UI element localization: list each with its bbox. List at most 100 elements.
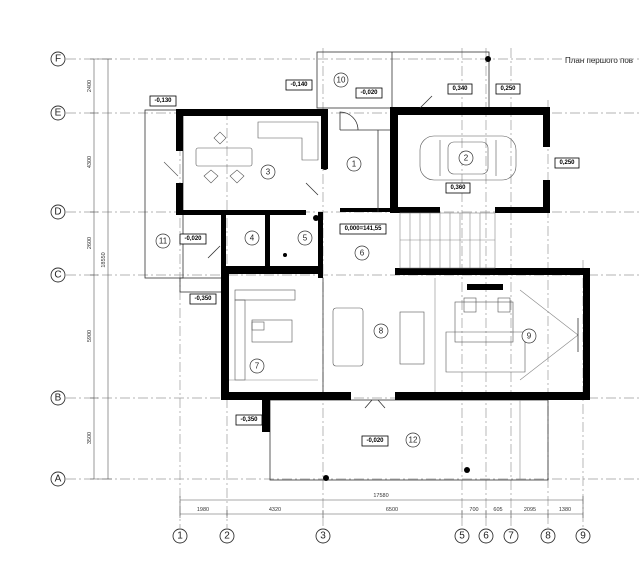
level-mark-10: -0,140 bbox=[285, 79, 313, 91]
level-mark-12: -0,020 bbox=[361, 435, 389, 447]
svg-text:2: 2 bbox=[464, 154, 469, 163]
svg-text:-0,350: -0,350 bbox=[194, 296, 212, 302]
room-12: 12 bbox=[405, 432, 421, 448]
axis-bubble-C: C bbox=[50, 267, 66, 283]
svg-text:8: 8 bbox=[379, 327, 384, 336]
level-mark-garage-top: 0,340 bbox=[447, 83, 473, 95]
room-4: 4 bbox=[244, 230, 260, 246]
room-2: 2 bbox=[458, 150, 474, 166]
walls bbox=[176, 107, 590, 432]
svg-text:5: 5 bbox=[303, 234, 308, 243]
axis-bubble-F: F bbox=[50, 51, 66, 67]
svg-text:-0,130: -0,130 bbox=[154, 98, 172, 104]
left-dimensions: 2400 4300 2600 5900 3500 18550 bbox=[87, 58, 112, 480]
staircase bbox=[399, 212, 496, 269]
level-mark-10b: -0,020 bbox=[355, 87, 383, 99]
svg-text:6: 6 bbox=[483, 531, 489, 542]
room-10: 10 bbox=[333, 72, 349, 88]
svg-text:-0,140: -0,140 bbox=[290, 82, 308, 88]
axis-bubble-B: B bbox=[50, 390, 66, 406]
axis-bubble-8: 8 bbox=[540, 528, 556, 544]
room-9: 9 bbox=[521, 328, 537, 344]
living-furniture bbox=[229, 289, 579, 381]
axis-bubble-1: 1 bbox=[172, 528, 188, 544]
dim-4300: 4300 bbox=[87, 156, 93, 168]
svg-text:0,360: 0,360 bbox=[450, 185, 466, 191]
svg-text:0,250: 0,250 bbox=[559, 160, 575, 166]
svg-text:-0,020: -0,020 bbox=[366, 438, 384, 444]
bedroom-furniture bbox=[163, 121, 319, 184]
svg-text:6: 6 bbox=[360, 249, 365, 258]
dim-1380: 1380 bbox=[559, 507, 571, 513]
room-8: 8 bbox=[373, 323, 389, 339]
dim-18550: 18550 bbox=[101, 252, 107, 267]
axis-bubble-3: 3 bbox=[315, 528, 331, 544]
dim-3500: 3500 bbox=[87, 432, 93, 444]
dim-2400: 2400 bbox=[87, 80, 93, 92]
level-mark-porch: -0,350 bbox=[189, 293, 217, 305]
columns bbox=[283, 56, 491, 481]
dim-4320: 4320 bbox=[269, 507, 281, 513]
dim-700: 700 bbox=[469, 507, 478, 513]
level-mark-garage-right-top: 0,250 bbox=[495, 83, 521, 95]
room-7: 7 bbox=[249, 358, 265, 374]
dim-5900: 5900 bbox=[87, 330, 93, 342]
svg-text:C: C bbox=[54, 270, 61, 281]
svg-text:10: 10 bbox=[337, 76, 346, 85]
partitions bbox=[322, 129, 436, 392]
svg-text:-0,020: -0,020 bbox=[360, 90, 378, 96]
svg-text:A: A bbox=[55, 474, 62, 485]
svg-text:5: 5 bbox=[459, 531, 465, 542]
svg-text:9: 9 bbox=[580, 531, 586, 542]
outdoor-outlines bbox=[144, 51, 549, 481]
svg-text:4: 4 bbox=[250, 234, 255, 243]
svg-text:-0,020: -0,020 bbox=[184, 236, 202, 242]
svg-text:3: 3 bbox=[266, 168, 271, 177]
axis-bubble-E: E bbox=[50, 105, 66, 121]
svg-text:9: 9 bbox=[527, 332, 532, 341]
svg-text:7: 7 bbox=[508, 531, 514, 542]
level-mark-garage-right: 0,250 bbox=[554, 157, 580, 169]
dim-6500: 6500 bbox=[386, 507, 398, 513]
svg-text:3: 3 bbox=[320, 531, 326, 542]
svg-text:0,340: 0,340 bbox=[452, 86, 468, 92]
level-mark-garage: 0,360 bbox=[445, 182, 471, 194]
axis-bubble-A: A bbox=[50, 471, 66, 487]
dim-1980: 1980 bbox=[197, 507, 209, 513]
svg-text:11: 11 bbox=[159, 237, 168, 246]
dim-2095: 2095 bbox=[524, 507, 536, 513]
svg-text:8: 8 bbox=[545, 531, 551, 542]
plan-title: План першого пов bbox=[565, 56, 633, 65]
svg-text:1: 1 bbox=[177, 531, 183, 542]
room-1: 1 bbox=[346, 156, 362, 172]
svg-text:D: D bbox=[54, 207, 61, 218]
axis-bubble-D: D bbox=[50, 204, 66, 220]
axis-bubble-9: 9 bbox=[575, 528, 591, 544]
svg-text:-0,350: -0,350 bbox=[240, 417, 258, 423]
svg-text:0,250: 0,250 bbox=[500, 86, 516, 92]
room-5: 5 bbox=[297, 230, 313, 246]
level-mark-3: -0,130 bbox=[149, 95, 177, 107]
horizontal-axes bbox=[66, 58, 640, 480]
svg-text:F: F bbox=[55, 54, 61, 65]
level-mark-11: -0,020 bbox=[179, 233, 207, 245]
dim-17580: 17580 bbox=[373, 493, 388, 499]
dim-2600: 2600 bbox=[87, 237, 93, 249]
room-3: 3 bbox=[260, 164, 276, 180]
doors bbox=[207, 95, 433, 409]
svg-text:2: 2 bbox=[224, 531, 230, 542]
level-mark-terrace-left: -0,350 bbox=[235, 414, 263, 426]
bottom-dimensions: 17580 1980 4320 6500 700 605 2095 1380 bbox=[179, 493, 584, 518]
svg-text:0,000=141,55: 0,000=141,55 bbox=[345, 226, 383, 232]
axis-bubble-2: 2 bbox=[219, 528, 235, 544]
level-mark-6: 0,000=141,55 bbox=[339, 223, 387, 235]
vertical-axes bbox=[179, 48, 584, 528]
dim-605: 605 bbox=[493, 507, 502, 513]
axis-bubble-5: 5 bbox=[454, 528, 470, 544]
svg-text:7: 7 bbox=[255, 362, 260, 371]
car-icon bbox=[419, 135, 517, 181]
svg-text:12: 12 bbox=[409, 436, 418, 445]
axis-bubble-6: 6 bbox=[478, 528, 494, 544]
room-6: 6 bbox=[354, 245, 370, 261]
